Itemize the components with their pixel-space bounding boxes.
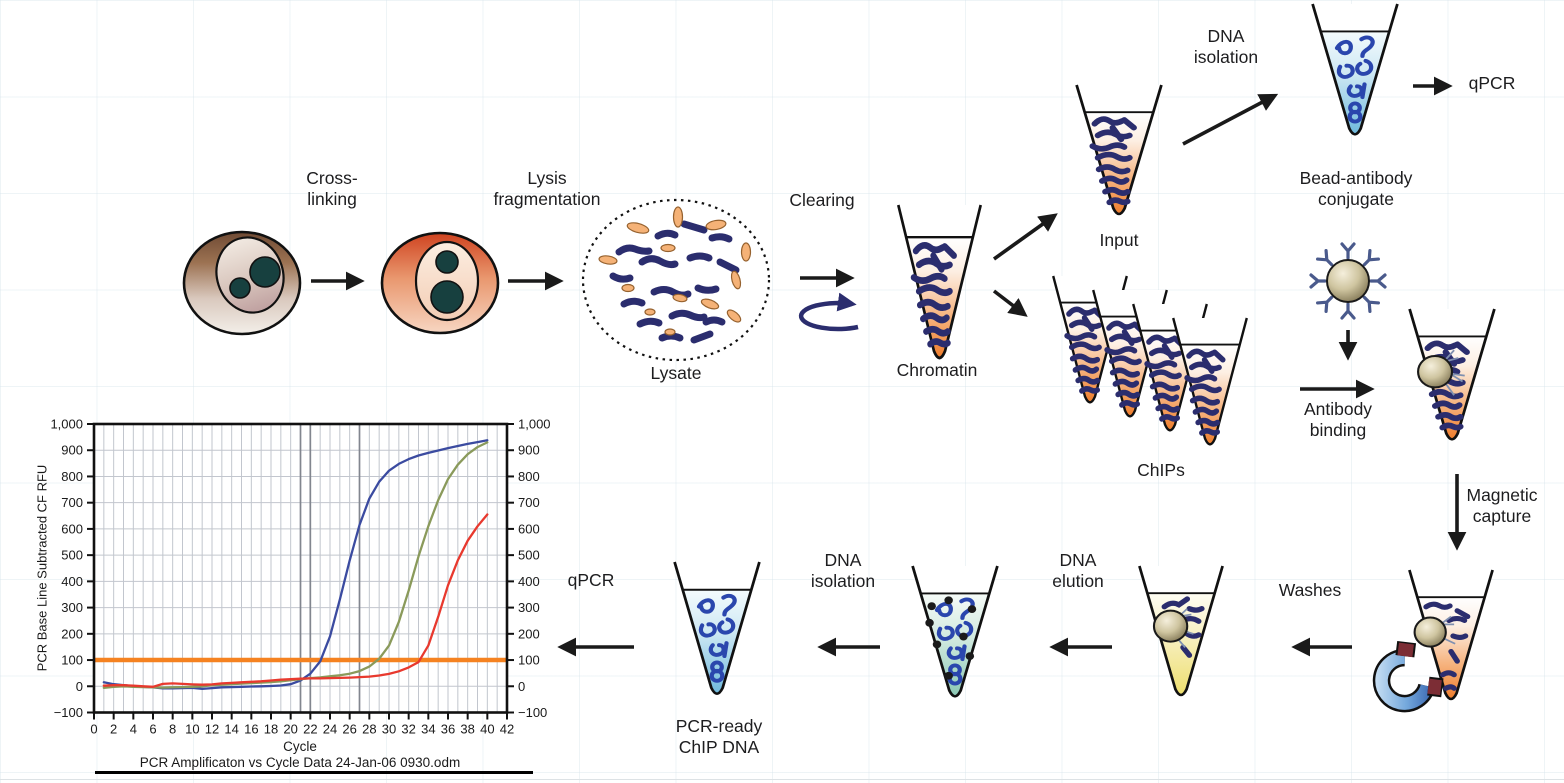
svg-text:−100: −100: [54, 705, 83, 720]
antibody-icon: [1309, 242, 1387, 320]
cell-before-crosslinking: [182, 230, 302, 336]
svg-text:6: 6: [149, 722, 156, 737]
magnetic-bead: [1417, 355, 1454, 389]
svg-text:400: 400: [518, 574, 540, 589]
label-chromatin: Chromatin: [896, 360, 978, 380]
elution-beads: [925, 596, 977, 680]
eluted-dna-tube: [911, 564, 999, 698]
svg-text:32: 32: [401, 722, 415, 737]
svg-text:1,000: 1,000: [50, 417, 83, 432]
label-washes: Washes: [1278, 580, 1342, 600]
chromatin-fragments: [1423, 601, 1471, 691]
magnet-icon: [1372, 640, 1444, 713]
svg-text:20: 20: [283, 722, 297, 737]
svg-text:22: 22: [303, 722, 317, 737]
cell-after-crosslinking: [380, 231, 500, 335]
svg-text:10: 10: [185, 722, 199, 737]
svg-text:900: 900: [518, 443, 540, 458]
lysate-droplet: [581, 198, 771, 362]
label-antibody-binding: Antibody binding: [1303, 399, 1373, 441]
arrow-to-chips: [992, 289, 1028, 317]
svg-text:42: 42: [500, 722, 514, 737]
chromatin-fragments: [1161, 596, 1205, 658]
svg-text:100: 100: [518, 653, 540, 668]
svg-text:400: 400: [61, 574, 83, 589]
label-cross-linking: Cross- linking: [306, 168, 358, 210]
label-chips: ChIPs: [1137, 460, 1185, 480]
svg-text:900: 900: [61, 443, 83, 458]
svg-text:36: 36: [441, 722, 455, 737]
svg-text:34: 34: [421, 722, 435, 737]
page-edge-line: [0, 779, 1564, 780]
svg-text:600: 600: [61, 521, 83, 536]
arrow-to-input: [992, 213, 1058, 261]
magnetic-capture-tube: [1408, 568, 1494, 701]
svg-text:0: 0: [76, 679, 83, 694]
label-bead-antibody-conjugate: Bead-antibody conjugate: [1299, 168, 1413, 210]
washed-tube: [1138, 564, 1224, 697]
svg-text:500: 500: [518, 548, 540, 563]
svg-text:40: 40: [480, 722, 494, 737]
series-sample-red: [102, 513, 489, 688]
label-dna-isolation-bottom: DNA isolation: [810, 550, 876, 592]
chart-x-axis-title: Cycle: [283, 739, 317, 754]
svg-text:2: 2: [110, 722, 117, 737]
label-qpcr-top: qPCR: [1468, 73, 1516, 93]
label-input: Input: [1099, 230, 1139, 250]
svg-text:24: 24: [323, 722, 337, 737]
antibody-binding-tube: [1408, 307, 1496, 441]
svg-text:100: 100: [61, 653, 83, 668]
svg-text:16: 16: [244, 722, 258, 737]
label-lysate: Lysate: [650, 363, 702, 383]
svg-text:14: 14: [224, 722, 238, 737]
chromatin-fragments: [609, 220, 740, 344]
chart-caption: PCR Amplificaton vs Cycle Data 24-Jan-06…: [139, 755, 461, 770]
chart-y-axis-title: PCR Base Line Subtracted CF RFU: [34, 464, 50, 672]
svg-text:8: 8: [169, 722, 176, 737]
svg-text:12: 12: [205, 722, 219, 737]
label-dna-isolation-top: DNA isolation: [1193, 26, 1259, 68]
svg-text:800: 800: [61, 469, 83, 484]
svg-text:28: 28: [362, 722, 376, 737]
svg-text:−100: −100: [518, 705, 547, 720]
svg-text:26: 26: [342, 722, 356, 737]
svg-text:700: 700: [518, 495, 540, 510]
centrifuge-rotation-icon: [798, 292, 859, 332]
figure-rule: [95, 771, 533, 774]
protein-ovals: [598, 206, 752, 336]
svg-text:1,000: 1,000: [518, 417, 551, 432]
label-pcr-ready-chip-dna: PCR-ready ChIP DNA: [675, 716, 763, 758]
label-clearing: Clearing: [789, 190, 855, 210]
svg-text:800: 800: [518, 469, 540, 484]
svg-text:300: 300: [61, 600, 83, 615]
svg-text:500: 500: [61, 548, 83, 563]
svg-text:38: 38: [460, 722, 474, 737]
svg-text:30: 30: [382, 722, 396, 737]
arrow-dna-isolation-top: [1182, 93, 1279, 146]
svg-text:200: 200: [61, 626, 83, 641]
svg-text:0: 0: [518, 679, 525, 694]
label-dna-elution: DNA elution: [1052, 550, 1104, 592]
svg-text:200: 200: [518, 626, 540, 641]
label-qpcr-bottom: qPCR: [567, 570, 615, 590]
svg-text:300: 300: [518, 600, 540, 615]
label-lysis-fragmentation: Lysis fragmentation: [493, 168, 601, 210]
svg-text:4: 4: [130, 722, 137, 737]
svg-text:18: 18: [264, 722, 278, 737]
svg-text:0: 0: [90, 722, 97, 737]
svg-text:700: 700: [61, 495, 83, 510]
magnetic-bead: [1413, 616, 1447, 648]
svg-text:600: 600: [518, 521, 540, 536]
magnetic-bead: [1152, 609, 1189, 643]
bead-antibody-icon: [1309, 242, 1387, 320]
label-magnetic-capture: Magnetic capture: [1466, 485, 1538, 527]
